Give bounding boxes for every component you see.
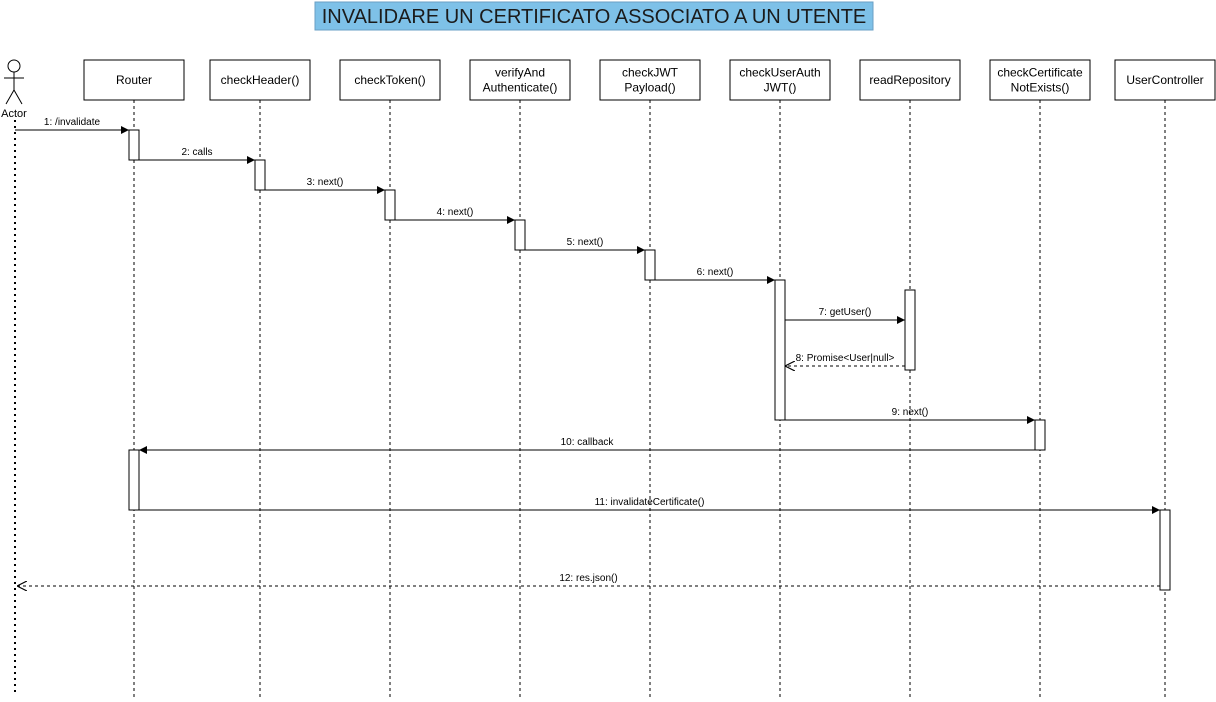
message-label: 1: /invalidate	[44, 117, 101, 128]
participant-box	[729, 59, 831, 101]
message-1: 1: /invalidate	[15, 117, 129, 134]
participant-box	[209, 59, 311, 101]
participant-label: JWT()	[764, 81, 797, 95]
participant-label: Router	[116, 73, 152, 87]
participant-label: Authenticate()	[483, 81, 558, 95]
message-label: 10: callback	[561, 437, 615, 448]
participant-box	[339, 59, 441, 101]
message-label: 3: next()	[307, 177, 344, 188]
participant-check-token: checkToken()	[339, 59, 441, 101]
participant-check-header: checkHeader()	[209, 59, 311, 101]
participant-label: checkHeader()	[221, 73, 300, 87]
activation-check-header	[254, 159, 266, 191]
participant-label: NotExists()	[1011, 81, 1070, 95]
participant-label: checkUserAuth	[739, 66, 820, 80]
actor: Actor	[1, 59, 27, 694]
participant-user-controller: UserController	[1114, 59, 1216, 101]
message-7: 7: getUser()	[785, 307, 905, 324]
activation-check-token	[384, 189, 396, 221]
message-label: 7: getUser()	[819, 307, 872, 318]
message-label: 6: next()	[697, 267, 734, 278]
message-label: 11: invalidateCertificate()	[595, 497, 705, 508]
activation-verify-and-authenticate	[514, 219, 526, 251]
lifelines	[133, 100, 1166, 698]
diagram-title: INVALIDARE UN CERTIFICATO ASSOCIATO A UN…	[314, 1, 874, 31]
diagram-title-text: INVALIDARE UN CERTIFICATO ASSOCIATO A UN…	[322, 6, 867, 28]
participant-label: checkToken()	[354, 73, 425, 87]
participant-box	[469, 59, 571, 101]
message-10: 10: callback	[139, 437, 1035, 454]
participant-box	[989, 59, 1091, 101]
activation-check-jwt-payload	[644, 249, 656, 281]
activation-user-controller	[1159, 509, 1171, 591]
activation-router	[128, 449, 140, 511]
actor-label: Actor	[1, 108, 27, 120]
participant-box	[599, 59, 701, 101]
message-8: 8: Promise<User|null>	[785, 353, 905, 366]
activation-check-certificate-not-exists	[1034, 419, 1046, 451]
message-5: 5: next()	[525, 237, 645, 254]
activation-router	[128, 129, 140, 161]
message-2: 2: calls	[139, 147, 255, 164]
message-label: 4: next()	[437, 207, 474, 218]
participant-label: checkCertificate	[997, 66, 1083, 80]
participant-box	[1114, 59, 1216, 101]
participants: Router checkHeader() checkToken() verifyAnd…	[83, 59, 1216, 101]
message-label: 8: Promise<User|null>	[796, 353, 895, 364]
activation-check-user-auth-jwt	[774, 279, 786, 421]
message-label: 9: next()	[892, 407, 929, 418]
participant-label: verifyAnd	[495, 66, 545, 80]
participant-label: readRepository	[869, 73, 950, 87]
message-11: 11: invalidateCertificate()	[139, 497, 1160, 514]
participant-router: Router	[83, 59, 185, 101]
participant-read-repository: readRepository	[859, 59, 961, 101]
participant-label: UserController	[1126, 73, 1203, 87]
message-label: 2: calls	[181, 147, 212, 158]
messages: 1: /invalidate 2: calls 3: next() 4: next()…	[15, 117, 1160, 586]
message-label: 12: res.json()	[559, 573, 617, 584]
message-label: 5: next()	[567, 237, 604, 248]
message-9: 9: next()	[785, 407, 1035, 424]
activation-read-repository	[904, 289, 916, 371]
participant-label: checkJWT	[622, 66, 679, 80]
message-3: 3: next()	[265, 177, 385, 194]
participant-box	[83, 59, 185, 101]
message-6: 6: next()	[655, 267, 775, 284]
participant-box	[859, 59, 961, 101]
participant-label: Payload()	[624, 81, 675, 95]
message-12: 12: res.json()	[17, 573, 1160, 586]
activations	[128, 129, 1171, 591]
actor-head	[7, 59, 21, 73]
message-4: 4: next()	[395, 207, 515, 224]
